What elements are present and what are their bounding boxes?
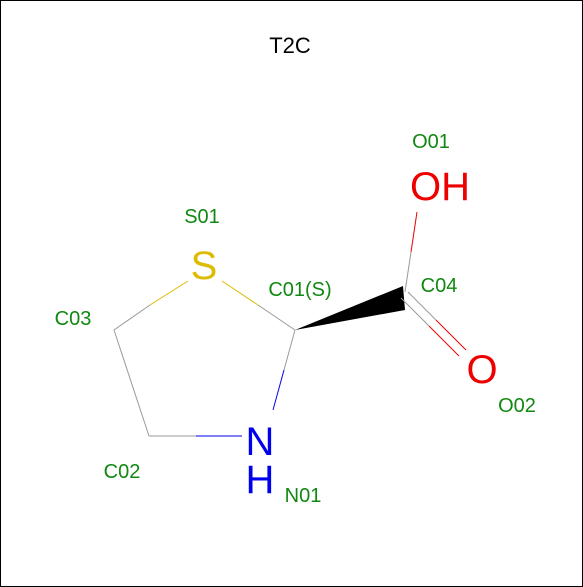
bond-s01-c03-carbon-half	[113, 304, 151, 331]
molecule-title: T2C	[269, 33, 311, 58]
bond-s01-c03-sulfur-half	[149, 280, 189, 306]
atom-labels: S01 C01(S) C03 C02 C04 N01 O01 O02	[55, 131, 536, 507]
bond-c04-o02-inner-carbon-half	[407, 291, 437, 321]
oxygen-symbol: O	[466, 348, 497, 392]
bond-c04-o02-outer-carbon-half	[400, 297, 430, 327]
hydrogen-symbol: H	[246, 458, 275, 502]
bond-c04-o02-inner-oxygen-half	[435, 319, 467, 351]
atom-label-c02: C02	[104, 461, 141, 483]
bond-s01-c01-carbon-half	[257, 304, 296, 331]
atom-label-c03: C03	[55, 308, 92, 330]
hydroxyl-symbol: OH	[410, 165, 470, 209]
atom-label-o01: O01	[412, 131, 450, 153]
bond-c01-n01-carbon-half	[283, 329, 296, 371]
bonds	[113, 211, 467, 437]
bond-s01-c01-sulfur-half	[221, 280, 259, 306]
element-symbols: S N H OH O	[191, 165, 498, 502]
bond-c04-o01-carbon-half	[404, 251, 412, 293]
bond-c01-n01-nitrogen-half	[272, 369, 285, 411]
atom-label-o02: O02	[498, 395, 536, 417]
atom-label-c01: C01(S)	[268, 279, 331, 301]
nitrogen-symbol: N	[246, 420, 275, 464]
bond-c03-c02	[113, 329, 150, 437]
bond-c01-c04-wedge	[295, 286, 405, 330]
atom-label-c04: C04	[421, 275, 458, 297]
bond-c04-o01-oxygen-half	[410, 211, 418, 253]
atom-label-s01: S01	[184, 206, 220, 228]
bond-c04-o02-outer-oxygen-half	[428, 325, 460, 357]
sulfur-symbol: S	[191, 244, 218, 288]
atom-label-n01: N01	[285, 485, 322, 507]
